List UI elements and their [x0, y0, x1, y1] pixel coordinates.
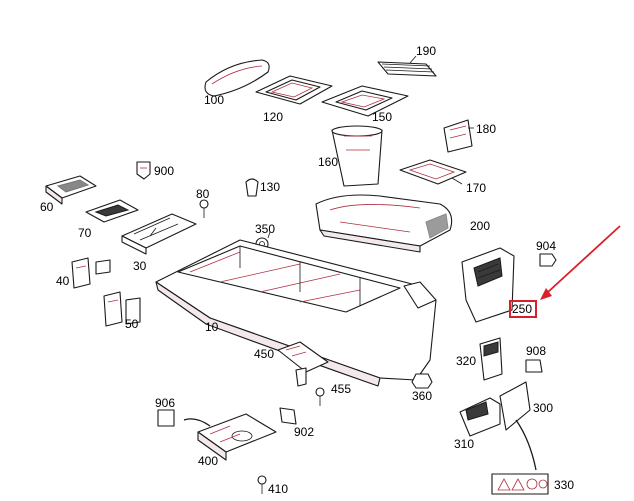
highlight-arrow [540, 225, 621, 300]
label-160: 160 [318, 155, 339, 169]
label-190: 190 [416, 44, 437, 58]
highlight-box-250 [509, 300, 537, 318]
label-40: 40 [56, 274, 70, 288]
label-200: 200 [470, 219, 491, 233]
label-330: 330 [554, 478, 575, 492]
label-350: 350 [255, 222, 276, 236]
part-455-screw[interactable] [315, 387, 325, 406]
label-902: 902 [294, 425, 315, 439]
label-300: 300 [533, 401, 554, 415]
label-310: 310 [454, 437, 475, 451]
label-360: 360 [412, 389, 433, 403]
part-120-frame[interactable] [255, 75, 333, 105]
part-60-switch[interactable] [45, 175, 97, 205]
part-190-grille[interactable] [377, 61, 437, 77]
label-908: 908 [526, 344, 547, 358]
part-360-nut[interactable] [411, 373, 433, 389]
part-904-clip-icon[interactable] [539, 253, 557, 267]
label-10: 10 [205, 320, 219, 334]
label-900: 900 [154, 164, 175, 178]
part-70-insert[interactable] [85, 199, 139, 223]
part-300-cover[interactable] [499, 381, 537, 471]
part-180-bracket[interactable] [443, 119, 473, 153]
label-170: 170 [466, 181, 487, 195]
label-450: 450 [254, 347, 275, 361]
label-410: 410 [268, 482, 289, 496]
label-904: 904 [536, 239, 557, 253]
part-100-lid[interactable] [204, 59, 270, 97]
part-310-unit[interactable] [459, 397, 501, 437]
label-150: 150 [372, 110, 393, 124]
label-455: 455 [331, 382, 352, 396]
part-50-socket[interactable] [103, 291, 141, 327]
part-900-clip-icon[interactable] [136, 161, 151, 180]
part-450-bracket[interactable] [277, 341, 329, 387]
part-130-clip[interactable] [245, 178, 259, 197]
part-320-switch[interactable] [479, 337, 503, 381]
part-330-warning-label[interactable] [491, 473, 549, 495]
part-902-clip-icon[interactable] [279, 407, 297, 425]
label-80: 80 [196, 187, 210, 201]
part-30-carrier[interactable] [121, 213, 197, 255]
part-400-control-unit[interactable] [183, 413, 277, 461]
part-410-screw[interactable] [257, 475, 267, 494]
label-400: 400 [198, 454, 219, 468]
part-200-armrest[interactable] [315, 194, 453, 253]
part-40-socket[interactable] [71, 257, 111, 289]
label-50: 50 [125, 317, 139, 331]
label-180: 180 [476, 122, 497, 136]
label-100: 100 [204, 93, 225, 107]
label-120: 120 [263, 110, 284, 124]
label-60: 60 [40, 200, 54, 214]
part-170-tray[interactable] [399, 159, 467, 185]
label-320: 320 [456, 354, 477, 368]
label-130: 130 [260, 180, 281, 194]
part-150-frame[interactable] [321, 85, 409, 117]
part-160-cup[interactable] [331, 125, 383, 187]
part-906-clip-icon[interactable] [157, 409, 175, 427]
label-906: 906 [155, 396, 176, 410]
label-70: 70 [78, 226, 92, 240]
part-908-clip-icon[interactable] [525, 359, 543, 373]
part-250-rear-vent[interactable] [461, 247, 515, 323]
part-80-screw[interactable] [199, 199, 209, 218]
label-30: 30 [133, 259, 147, 273]
label-250[interactable]: 250 [512, 302, 533, 316]
